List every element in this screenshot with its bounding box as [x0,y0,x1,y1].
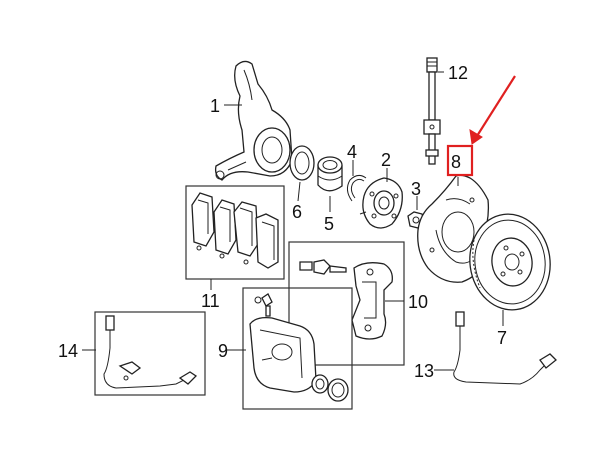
callout-9: 9 [218,341,228,361]
callout-2: 2 [381,150,391,170]
brake-pads [191,192,279,269]
callout-8: 8 [451,152,461,172]
highlight-box [446,144,474,177]
callout-5: 5 [324,214,334,234]
callout-11: 11 [201,291,220,311]
caliper-bracket-kit [299,259,393,340]
callout-14: 14 [58,341,78,361]
callout-1: 1 [210,96,220,116]
callout-6: 6 [292,202,302,222]
abs-sensor-front [103,315,198,389]
abs-sensor [453,311,557,385]
snap-ring [346,174,367,202]
brake-rotor [469,213,551,311]
steering-knuckle [214,60,293,181]
callout-3: 3 [411,179,421,199]
brake-caliper [249,293,349,402]
caliper-group-box [242,287,353,410]
callout-labels: 1 2 3 4 5 6 7 8 9 10 11 12 13 14 [58,63,507,381]
highlight-indicator [446,75,516,177]
wheel-bearing [317,156,343,192]
sensor-group-box [94,311,206,396]
callout-4: 4 [347,142,357,162]
highlight-arrow-head [469,129,483,145]
leader-lines [82,71,504,371]
wheel-hub [359,177,403,229]
caliper-bracket-group-box [288,241,405,366]
brake-hose [423,57,441,165]
callout-7: 7 [497,328,507,348]
callout-13: 13 [414,361,434,381]
hub-seal [289,145,315,181]
callout-12: 12 [448,63,468,83]
callout-10: 10 [408,292,428,312]
brake-pads-group-box [185,185,285,280]
